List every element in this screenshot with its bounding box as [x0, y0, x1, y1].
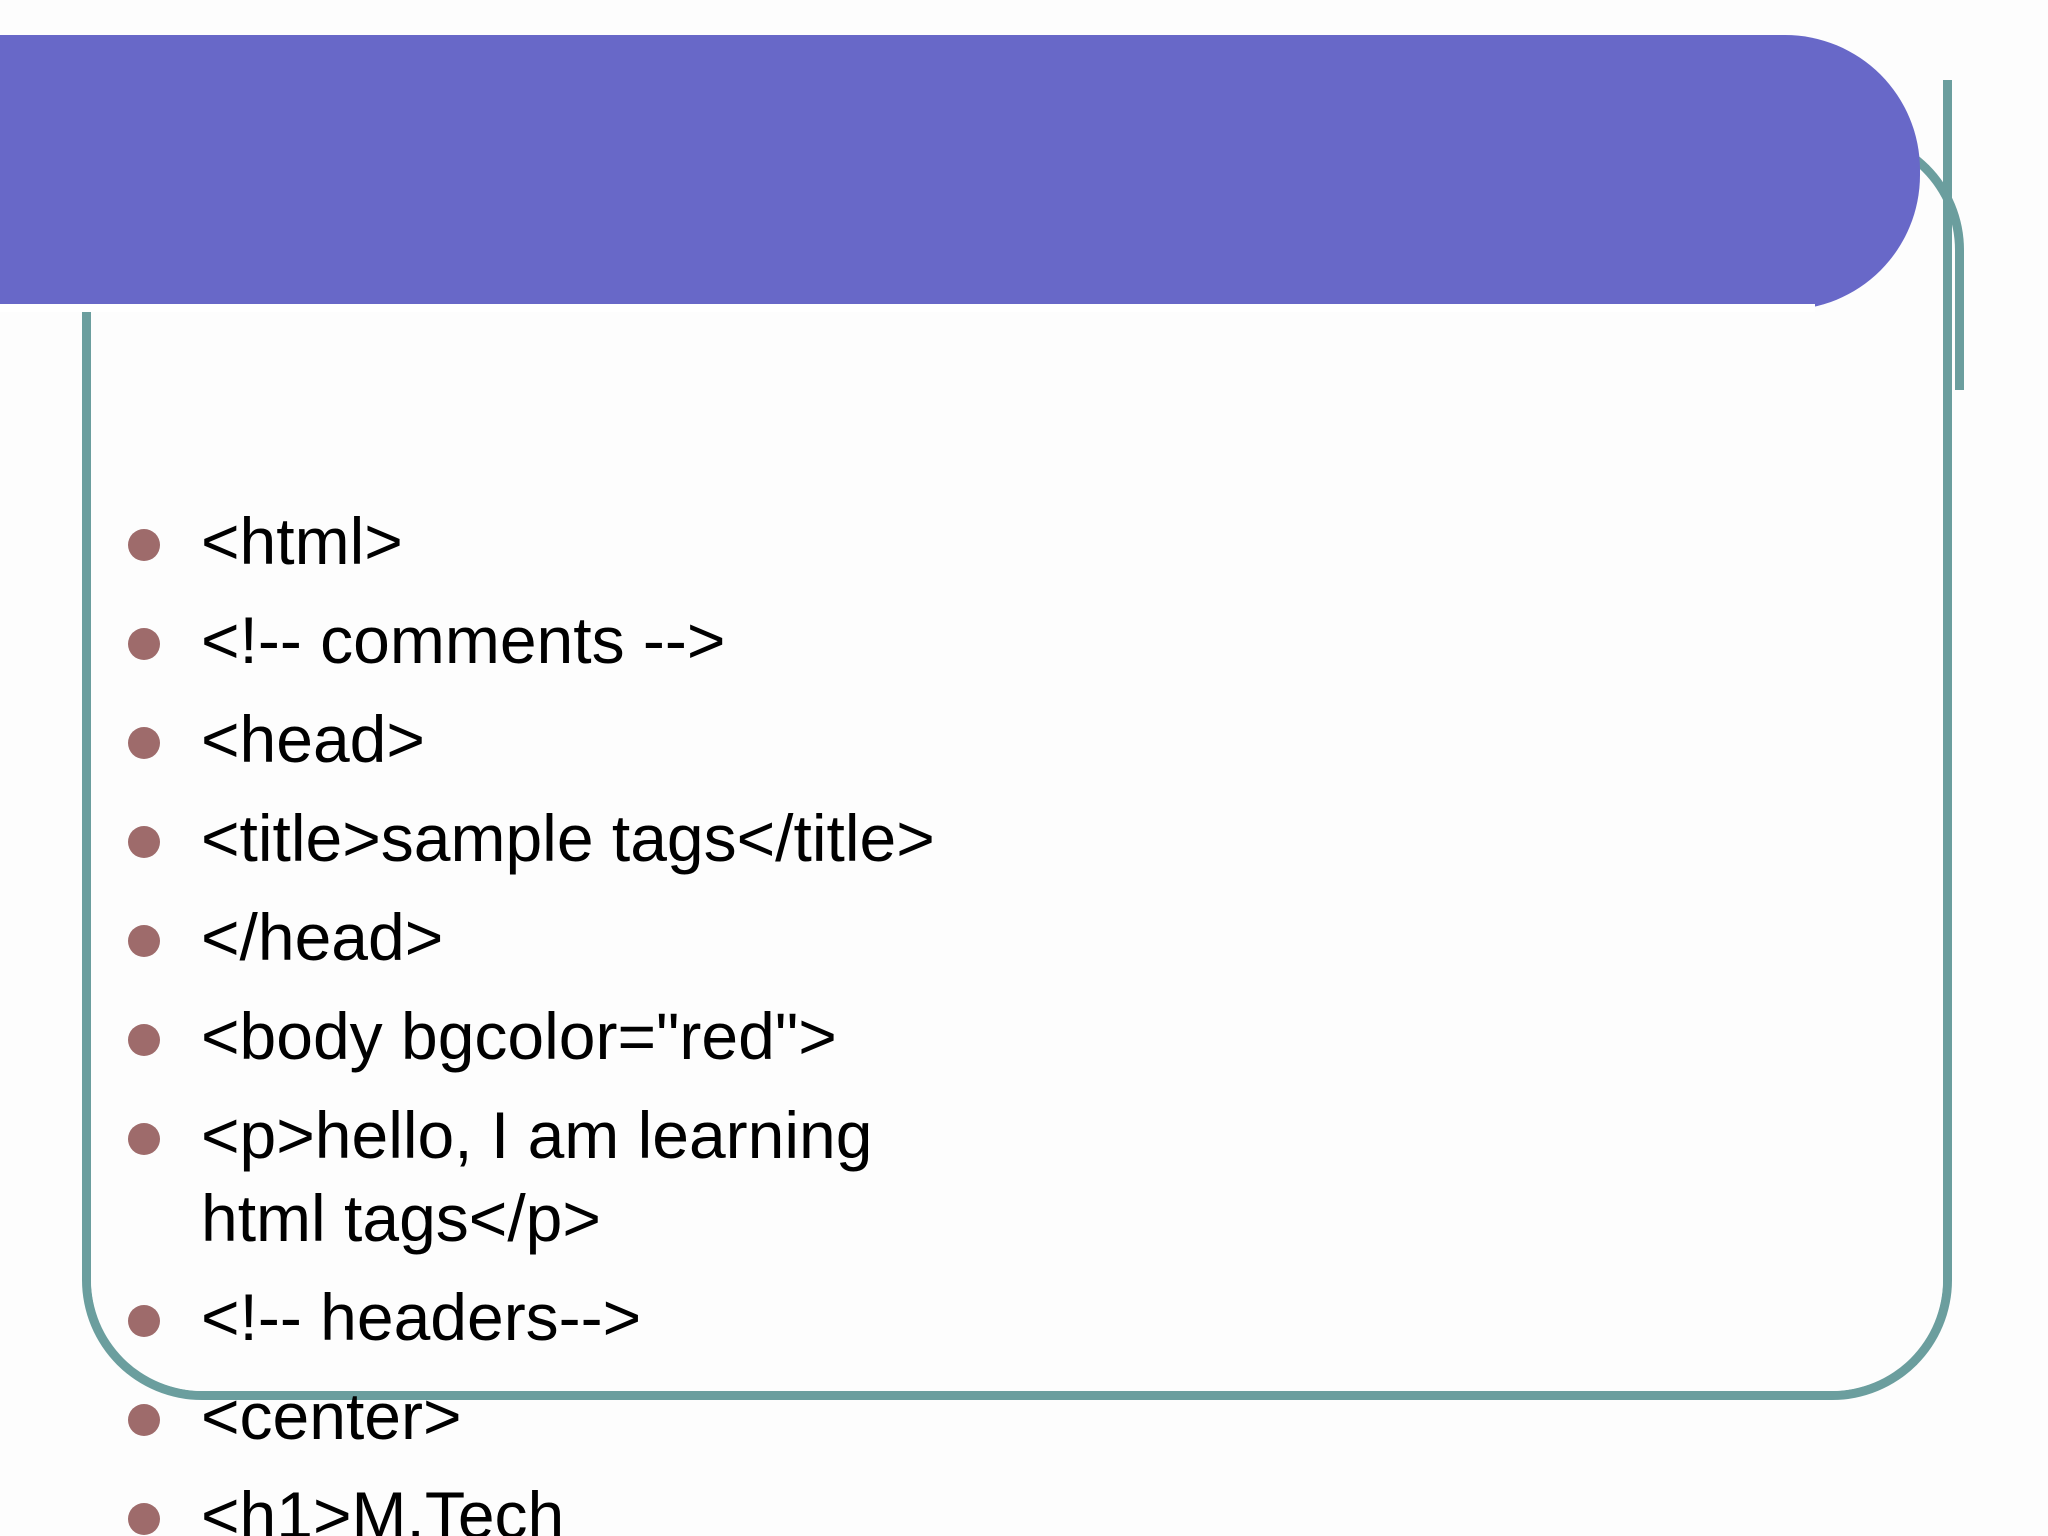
bullet-dot-icon	[128, 628, 160, 660]
bullet-dot-icon	[128, 727, 160, 759]
list-item: <p>hello, I am learning html tags</p>	[125, 1094, 935, 1260]
content-frame	[82, 80, 1952, 1400]
bullet-list: <html> <!-- comments --> <head> <title>s…	[125, 500, 935, 1536]
list-item: <html>	[125, 500, 935, 583]
list-item-text: </head>	[201, 900, 444, 974]
list-item-text: <html>	[201, 504, 403, 578]
list-item-text: <p>hello, I am learning	[201, 1098, 873, 1172]
list-item-text: <title>sample tags</title>	[201, 801, 935, 875]
list-item: <body bgcolor="red">	[125, 995, 935, 1078]
title-bar	[0, 35, 1920, 312]
list-item-text: <body bgcolor="red">	[201, 999, 837, 1073]
bullet-dot-icon	[128, 1404, 160, 1436]
list-item: <head>	[125, 698, 935, 781]
bullet-dot-icon	[128, 1024, 160, 1056]
bullet-dot-icon	[128, 925, 160, 957]
list-item: <center>	[125, 1375, 935, 1458]
list-item-text-continued: html tags</p>	[201, 1181, 601, 1255]
list-item: </head>	[125, 896, 935, 979]
bullet-dot-icon	[128, 1305, 160, 1337]
list-item-text: <head>	[201, 702, 425, 776]
list-item-text: <center>	[201, 1379, 462, 1453]
list-item-text: <h1>M.Tech	[201, 1478, 565, 1536]
list-item-text: <!-- headers-->	[201, 1280, 642, 1354]
bullet-dot-icon	[128, 529, 160, 561]
list-item: <!-- comments -->	[125, 599, 935, 682]
list-item: <title>sample tags</title>	[125, 797, 935, 880]
list-item: <!-- headers-->	[125, 1276, 935, 1359]
bullet-dot-icon	[128, 826, 160, 858]
list-item-text: <!-- comments -->	[201, 603, 726, 677]
list-item: <h1>M.Tech	[125, 1474, 935, 1536]
title-bar-underline	[0, 304, 1815, 312]
bullet-dot-icon	[128, 1123, 160, 1155]
bullet-dot-icon	[128, 1503, 160, 1535]
content-frame-fill	[91, 300, 1943, 1391]
